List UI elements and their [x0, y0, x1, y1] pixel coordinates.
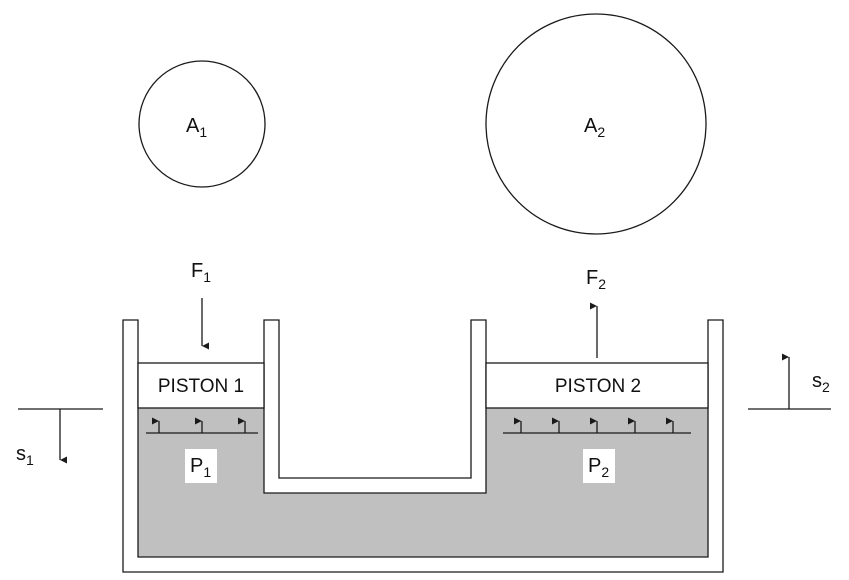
displacement-1-label: s1 — [16, 443, 34, 468]
area-2-label: A2 — [584, 115, 605, 140]
pressure-2-label: P2 — [588, 455, 609, 480]
piston-2-label: PISTON 2 — [555, 376, 641, 397]
container-middle-divider — [263, 319, 487, 494]
force-1-label: F1 — [191, 260, 211, 285]
piston-2 — [485, 362, 709, 409]
displacement-2-label: s2 — [812, 370, 830, 395]
piston-1-label: PISTON 1 — [158, 376, 244, 397]
pressure-arrows-left — [146, 417, 258, 434]
area-1-circle — [138, 60, 266, 188]
force-2-label: F2 — [586, 267, 606, 292]
area-2-circle — [485, 13, 707, 235]
piston-1 — [137, 362, 265, 409]
pressure-1-label: P1 — [190, 455, 211, 480]
pressure-2-box — [583, 449, 615, 483]
area-1-label: A1 — [186, 115, 207, 140]
pressure-arrows-right — [503, 417, 691, 434]
pressure-1-box — [185, 449, 217, 483]
